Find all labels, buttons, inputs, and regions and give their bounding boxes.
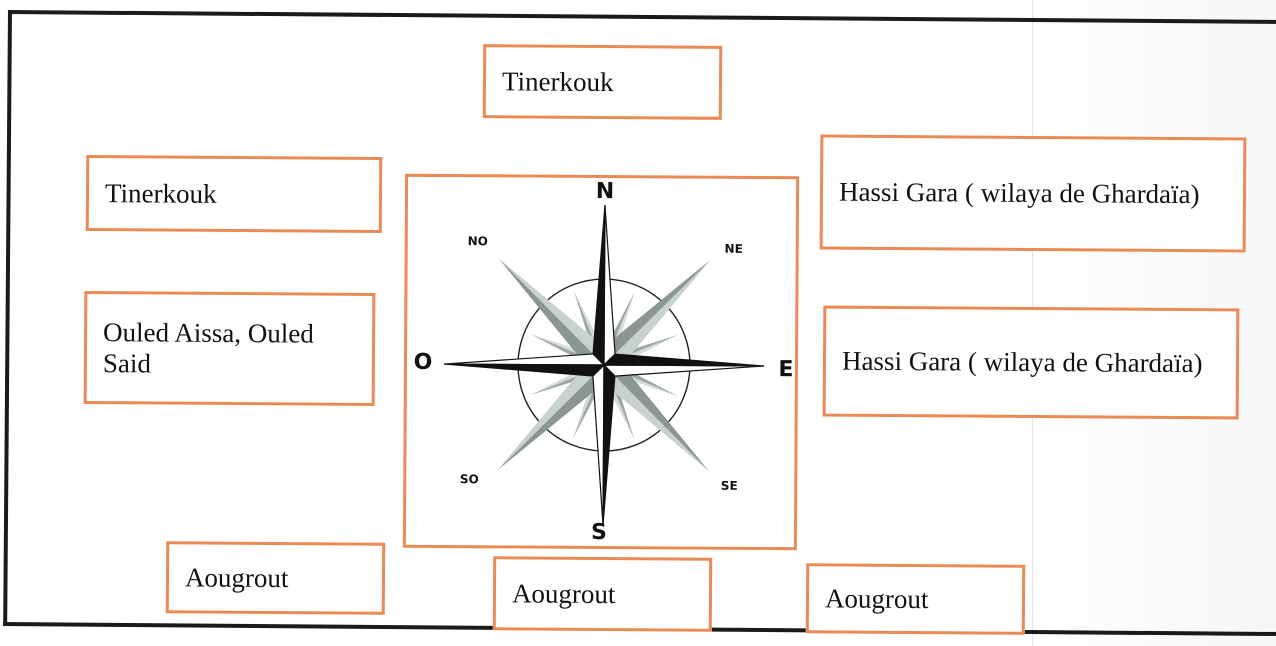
compass-rose-icon: N S E O NE NO SE SO xyxy=(414,179,794,545)
label-west: Ouled Aissa, Ouled Said xyxy=(83,290,376,407)
label-south: Aougrout xyxy=(492,556,713,632)
compass-label-ne: NE xyxy=(725,242,743,256)
label-northeast: Hassi Gara ( wilaya de Ghardaïa) xyxy=(819,134,1247,253)
compass-label-o: O xyxy=(414,350,433,375)
label-northeast-text: Hassi Gara ( wilaya de Ghardaïa) xyxy=(838,176,1200,210)
label-east: Hassi Gara ( wilaya de Ghardaïa) xyxy=(822,305,1240,420)
label-northwest-text: Tinerkouk xyxy=(104,177,217,209)
compass-label-e: E xyxy=(778,357,793,382)
compass-label-s: S xyxy=(591,520,607,545)
label-northwest: Tinerkouk xyxy=(85,154,383,234)
label-southwest: Aougrout xyxy=(165,541,386,615)
label-north-text: Tinerkouk xyxy=(501,65,614,97)
compass-panel: N S E O NE NO SE SO xyxy=(402,173,800,551)
compass-label-so: SO xyxy=(460,472,479,486)
label-southeast: Aougrout xyxy=(805,563,1026,635)
label-east-text: Hassi Gara ( wilaya de Ghardaïa) xyxy=(841,345,1203,379)
compass-intercardinal-points xyxy=(497,258,711,472)
label-west-text: Ouled Aissa, Ouled Said xyxy=(102,316,314,378)
compass-rose xyxy=(443,204,765,526)
compass-label-se: SE xyxy=(721,479,738,493)
compass-label-no: NO xyxy=(468,234,488,248)
compass-cardinal-points xyxy=(443,204,765,526)
compass-label-n: N xyxy=(596,179,615,204)
label-southwest-text: Aougrout xyxy=(184,561,289,593)
label-north: Tinerkouk xyxy=(482,44,723,120)
label-southeast-text: Aougrout xyxy=(824,582,929,614)
label-south-text: Aougrout xyxy=(511,577,616,609)
